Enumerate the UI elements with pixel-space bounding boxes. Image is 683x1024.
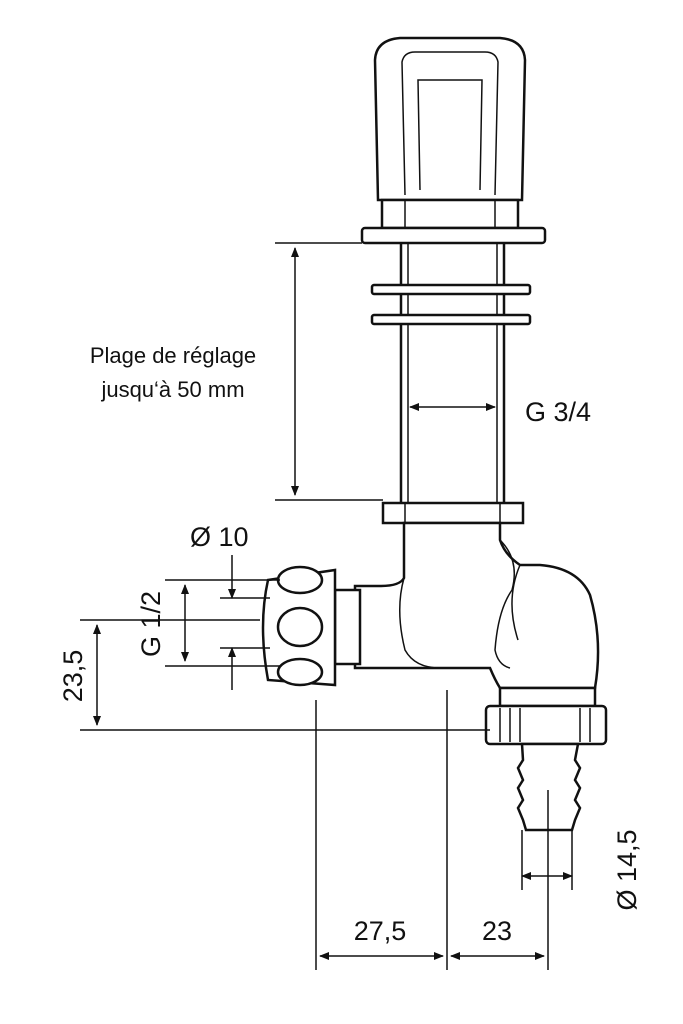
hose-barb (516, 742, 582, 832)
inlet-thread-label: G 1/2 (136, 591, 166, 657)
valve-body (333, 521, 600, 690)
width-left-label: 27,5 (354, 916, 407, 946)
outlet-nut (484, 686, 608, 832)
extension-spindle (370, 243, 532, 525)
range-label-line2: jusqu‘à 50 mm (100, 377, 244, 402)
handle-knob (360, 36, 547, 245)
dimension-lines (80, 242, 573, 970)
inlet-nut (261, 565, 337, 687)
range-label-line1: Plage de réglage (90, 343, 256, 368)
inlet-diameter-label: Ø 10 (190, 522, 249, 552)
thread-top-label: G 3/4 (525, 397, 591, 427)
width-right-label: 23 (482, 916, 512, 946)
outlet-diameter-label: Ø 14,5 (612, 829, 642, 910)
height-offset-label: 23,5 (58, 650, 88, 703)
